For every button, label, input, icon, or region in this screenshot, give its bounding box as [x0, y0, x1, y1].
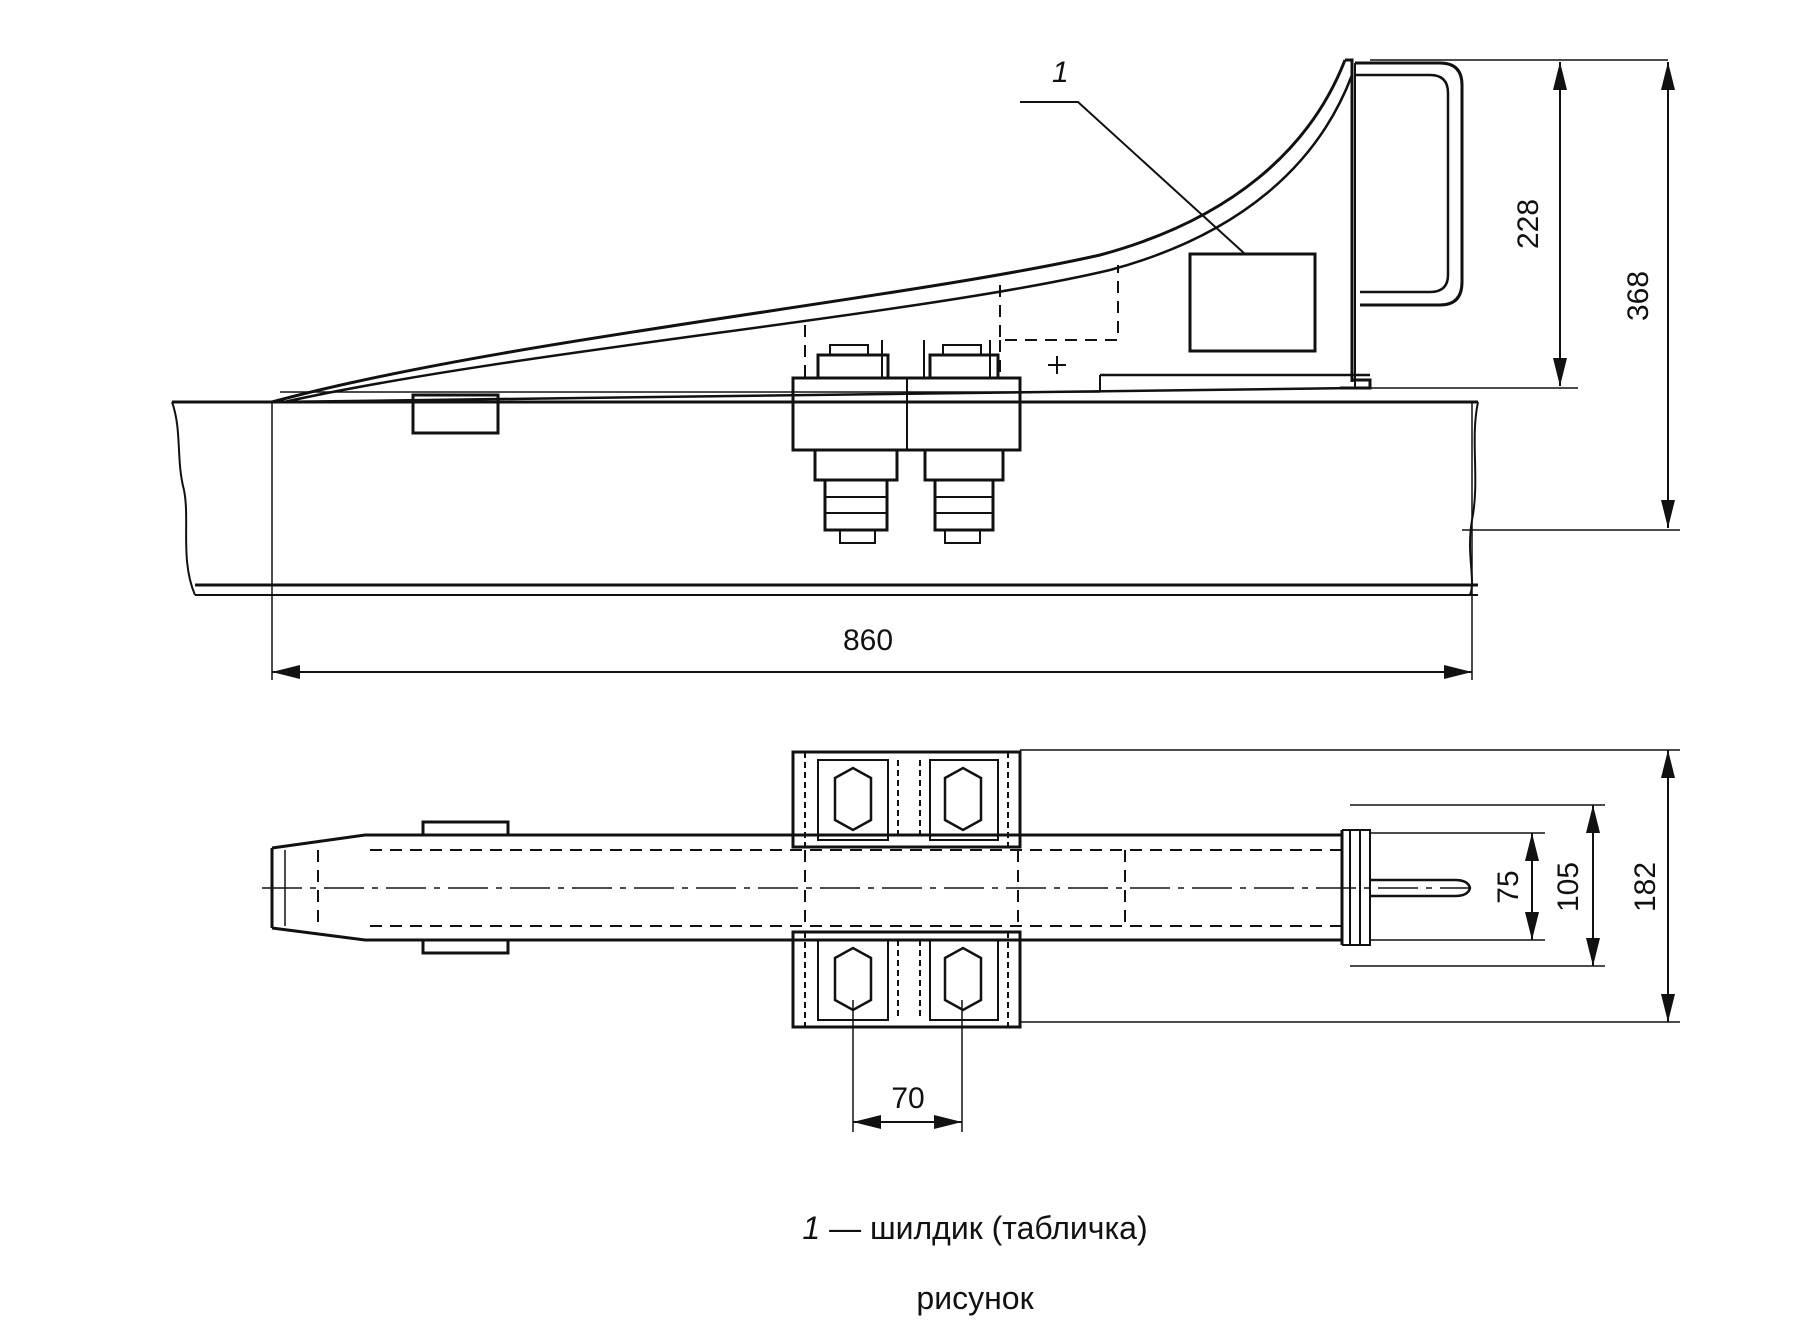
- handle: [1354, 61, 1464, 388]
- dimension-105: 105: [1552, 862, 1585, 912]
- dimension-228: 228: [1512, 199, 1545, 249]
- dimension-182: 182: [1629, 862, 1662, 912]
- dimension-75: 75: [1492, 870, 1525, 903]
- nameplate: [1188, 252, 1317, 353]
- top-extension-lines: [852, 749, 1680, 1132]
- clamp-top-lower: [791, 930, 1022, 1029]
- callout-number: 1: [1052, 56, 1069, 89]
- figure-label: рисунок: [916, 1280, 1034, 1316]
- clamp-top-upper: [791, 750, 1022, 849]
- legend-caption: 1 — шилдик (табличка): [0, 1210, 1801, 1247]
- top-view: [262, 749, 1680, 1132]
- legend-number: 1: [802, 1210, 821, 1246]
- dimension-70: 70: [891, 1082, 924, 1115]
- dimension-860: 860: [843, 624, 893, 657]
- side-view: [171, 58, 1680, 680]
- legend-text: шилдик (табличка): [869, 1210, 1148, 1246]
- clamp-block: [791, 340, 1022, 544]
- legend-dash: —: [829, 1210, 862, 1246]
- callout-leader: [1020, 101, 1246, 255]
- dimension-368: 368: [1622, 271, 1655, 321]
- shoe-body: [271, 58, 1372, 435]
- center-mark: [1048, 356, 1066, 374]
- extension-lines: [271, 59, 1680, 680]
- top-hidden-lines: [317, 849, 1342, 927]
- top-dimension-lines: [853, 750, 1669, 1123]
- top-body: [270, 820, 1472, 955]
- hidden-contours: [804, 265, 1119, 380]
